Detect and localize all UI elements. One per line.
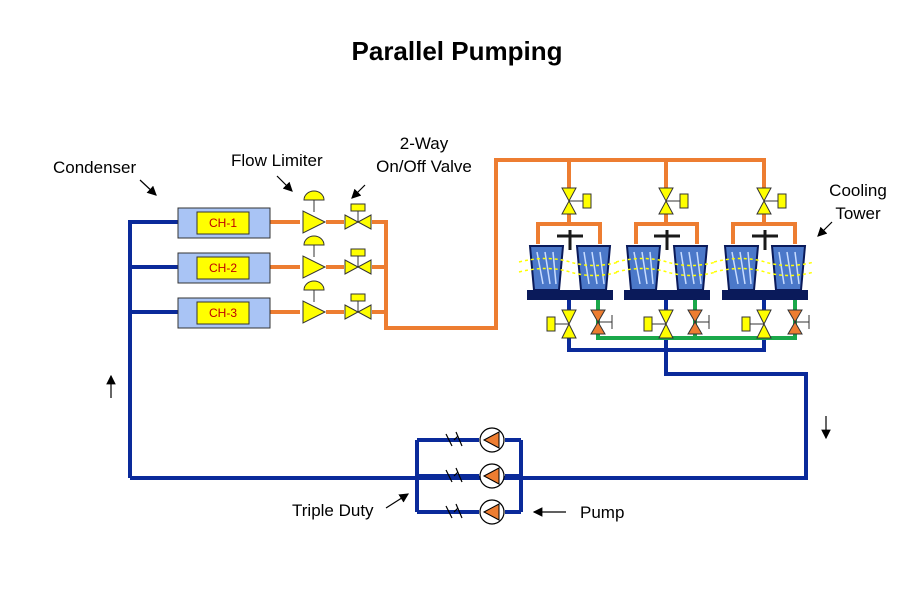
flow-limiter-2 [302, 235, 327, 279]
condenser-label: Condenser [53, 158, 137, 177]
chiller-3-label: CH-3 [209, 306, 237, 320]
triple-duty-label: Triple Duty [292, 501, 374, 520]
diagram-title: Parallel Pumping [351, 36, 563, 66]
valve-label-line1: 2-Way [399, 134, 449, 153]
equalizer-valve-1 [590, 309, 613, 335]
tower-outlet-valve-1 [546, 309, 577, 339]
triple-duty-pointer-arrow [385, 493, 410, 509]
cooling-tower-label-line2: Tower [835, 204, 881, 223]
pump-3 [445, 499, 505, 525]
flow-limiter-3 [302, 280, 327, 324]
chiller-2-label: CH-2 [209, 261, 237, 275]
tower-inlet-valve-3 [756, 187, 787, 215]
cooling-tower-cell-3 [713, 230, 815, 300]
tower-supply-piping [270, 158, 797, 330]
on-off-valve-1 [344, 203, 372, 230]
chiller-2 [177, 252, 271, 284]
cooling-tower-cell-2 [615, 230, 717, 300]
tower-inlet-valve-1 [561, 187, 592, 215]
equalizer-valve-2 [687, 309, 710, 335]
chiller-3 [177, 297, 271, 329]
on-off-valve-3 [344, 293, 372, 320]
chiller-1-label: CH-1 [209, 216, 237, 230]
on-off-valve-2 [344, 248, 372, 275]
chiller-1 [177, 207, 271, 239]
tower-inlet-valve-2 [658, 187, 689, 215]
equalizer-valve-3 [787, 309, 810, 335]
cooling-tower-label-line1: Cooling [829, 181, 887, 200]
tower-outlet-valve-2 [643, 309, 674, 339]
pump-2 [445, 463, 505, 489]
pump-1 [445, 427, 505, 453]
flow-limiter-1 [302, 190, 327, 234]
condenser-water-loop [128, 220, 808, 514]
pump-label: Pump [580, 503, 625, 522]
flow-limiter-pointer-arrow [276, 175, 293, 192]
cooling-tower-pointer-arrow [817, 221, 833, 237]
tower-outlet-valve-3 [741, 309, 772, 339]
flow-limiter-label: Flow Limiter [231, 151, 323, 170]
cooling-tower-cell-1 [518, 230, 620, 300]
valve-label-line2: On/Off Valve [376, 157, 472, 176]
condenser-pointer-arrow [139, 179, 157, 196]
valve-pointer-arrow [351, 184, 366, 199]
